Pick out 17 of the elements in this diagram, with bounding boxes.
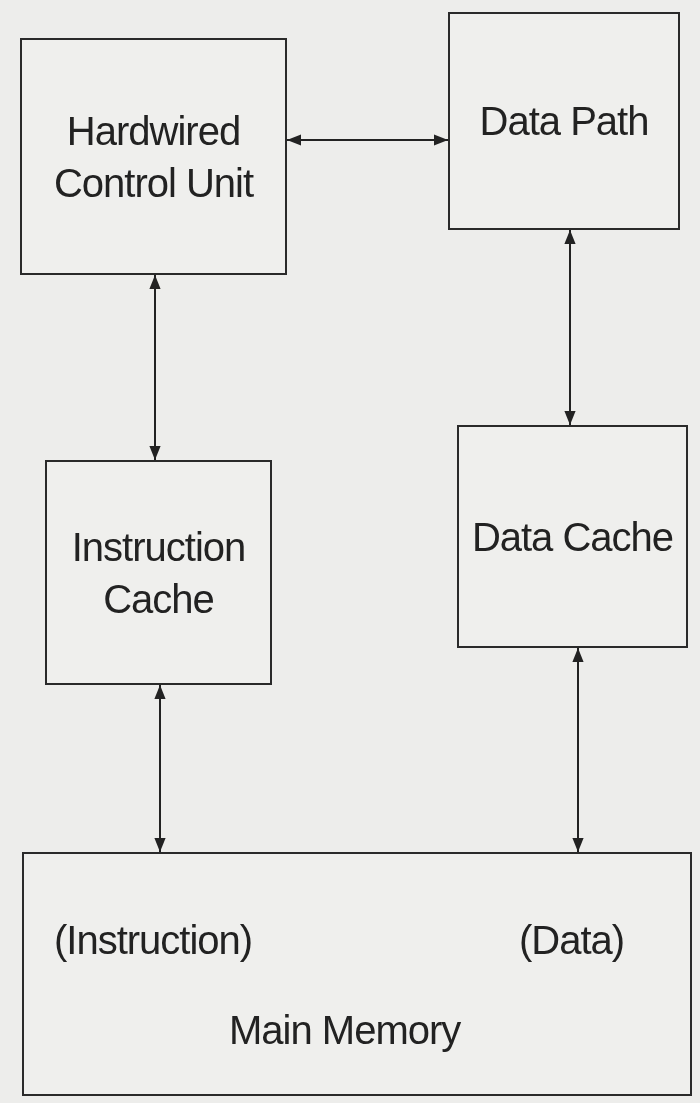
process-box [20,38,287,275]
double-arrow [564,229,576,426]
box-label: Main Memory [229,1007,461,1054]
box-label: (Instruction) [54,917,253,964]
box-label: Data Cache [470,513,675,561]
process-box [22,852,692,1096]
process-box [45,460,272,685]
box-label: Hardwired Control Unit [52,107,255,207]
box-label: (Data) [519,917,625,964]
double-arrow [154,684,166,853]
box-label: Instruction Cache [70,523,247,623]
double-arrow [286,134,449,146]
double-arrow [572,647,584,853]
process-box [457,425,688,648]
double-arrow [149,274,161,461]
process-box [448,12,680,230]
box-label: Data Path [478,98,650,145]
